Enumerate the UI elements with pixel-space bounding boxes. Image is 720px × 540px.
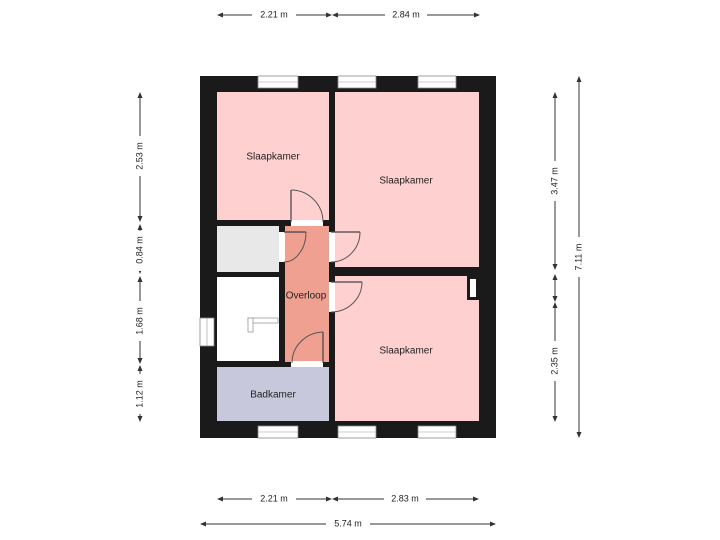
room-bedroom-bottom-right[interactable] [335, 276, 479, 421]
dim-bottom-total: 5.74 m [200, 517, 496, 531]
dim-label-left-4: 1.12 m [134, 380, 144, 408]
door-opening-bedroom-br [329, 282, 335, 312]
room-storage[interactable] [217, 226, 279, 272]
dim-label-top-right: 2.84 m [392, 9, 420, 19]
room-bedroom-top-left[interactable] [217, 92, 329, 220]
dim-bottom-left: 2.21 m [217, 492, 332, 506]
dim-left-4: 1.12 m [133, 365, 147, 422]
door-arc-storage [283, 231, 307, 263]
door-arc-bedroom-tr [330, 231, 361, 263]
dim-right-total: 7.11 m [572, 76, 586, 438]
dim-label-right-1: 3.47 m [549, 167, 559, 195]
label-bathroom: Badkamer [250, 390, 296, 401]
label-bedroom-top-right: Slaapkamer [379, 176, 433, 187]
label-bedroom-bottom-right: Slaapkamer [379, 346, 433, 357]
dim-label-left-2: 0.84 m [134, 236, 144, 264]
room-bathroom[interactable] [217, 367, 329, 421]
label-bedroom-top-left: Slaapkamer [246, 152, 300, 163]
dim-right-mid [552, 274, 558, 302]
door-arc-bedroom-br [330, 281, 363, 313]
dim-label-left-3: 1.68 m [134, 307, 144, 335]
dim-label-top-left: 2.21 m [260, 9, 288, 19]
door-opening-storage [279, 232, 285, 262]
door-arc-bedroom-tl [290, 189, 324, 223]
door-arc-bathroom [291, 331, 324, 364]
dim-left-1: 2.53 m [133, 92, 147, 222]
stair-post [247, 317, 254, 333]
dim-right-2: 2.35 m [548, 302, 562, 422]
niche-inner [470, 279, 476, 297]
dim-label-right-2: 2.35 m [549, 347, 559, 375]
dim-left-3: 1.68 m [133, 276, 147, 364]
dim-right-1: 3.47 m [548, 92, 562, 270]
dim-bottom-right: 2.83 m [332, 492, 479, 506]
dim-label-left-1: 2.53 m [134, 142, 144, 170]
dim-label-bottom-right: 2.83 m [391, 493, 419, 503]
dim-top-right: 2.84 m [332, 8, 480, 22]
door-opening-bathroom [291, 361, 323, 367]
room-landing[interactable] [285, 226, 329, 362]
dim-label-bottom-total: 5.74 m [334, 518, 362, 528]
dim-left-2: 0.84 m [133, 224, 147, 274]
door-opening-bedroom-tr [329, 232, 335, 262]
label-landing: Overloop [286, 291, 327, 302]
door-opening-bedroom-tl [291, 220, 323, 226]
dim-top-left: 2.21 m [217, 8, 332, 22]
dim-label-right-total: 7.11 m [573, 244, 583, 271]
dim-label-bottom-left: 2.21 m [260, 493, 288, 503]
